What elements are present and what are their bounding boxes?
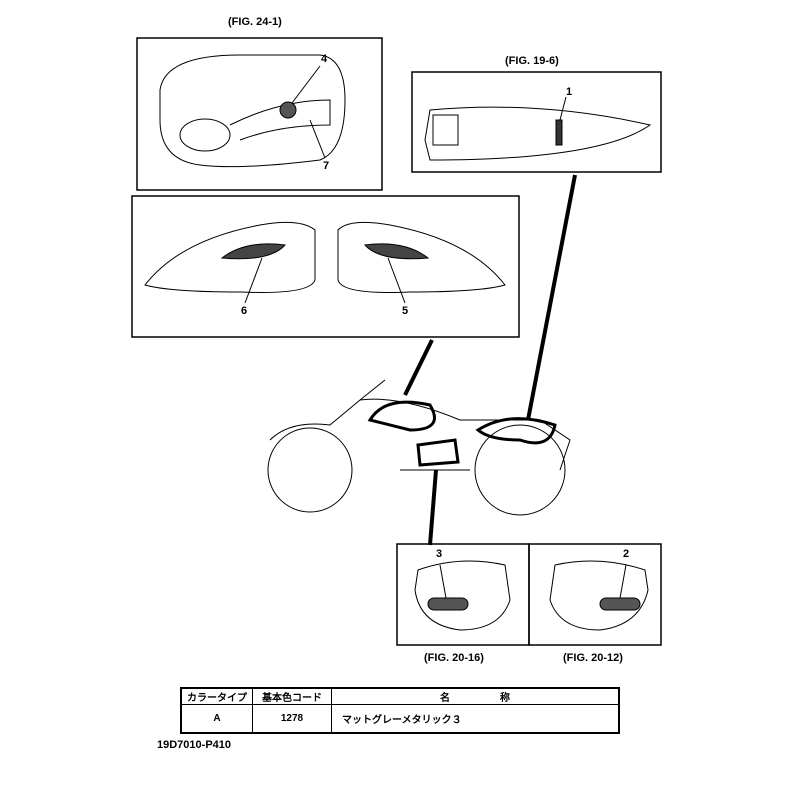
tank-right-side (337, 221, 506, 293)
fig-19-6-label: (FIG. 19-6) (505, 55, 559, 67)
fig-20-12-label: (FIG. 20-12) (563, 652, 623, 664)
motorcycle-seat (475, 417, 557, 445)
cell-color-type: A (180, 704, 253, 734)
tank-center-strip (229, 99, 331, 141)
diagram-code: 19D7010-P410 (157, 739, 232, 751)
leader-line-3 (439, 564, 447, 599)
fuel-cap (179, 118, 231, 152)
seat-view (424, 106, 652, 161)
leader-line-4 (291, 65, 321, 104)
part-number-1: 1 (566, 86, 573, 98)
leader-line-5 (387, 257, 406, 304)
callout-line-tank (403, 339, 434, 396)
header-color-code: 基本色コード (252, 687, 332, 705)
fig-19-6-box (411, 71, 662, 173)
emblem-2 (599, 597, 641, 611)
table-header-row: カラータイプ 基本色コード 名 称 (180, 687, 620, 705)
emblem-4 (279, 101, 297, 119)
fig-20-16-label: (FIG. 20-16) (424, 652, 484, 664)
table-row: A 1278 マットグレーメタリック３ (180, 704, 620, 734)
leader-line-6 (244, 257, 263, 304)
leader-line-1 (559, 96, 567, 121)
tank-top-view (159, 54, 346, 168)
motorcycle-outline (267, 379, 571, 516)
motorcycle-tank (367, 400, 436, 432)
part-number-4: 4 (321, 53, 328, 65)
part-number-6: 6 (241, 305, 248, 317)
header-name: 名 称 (331, 687, 620, 705)
front-wheel (267, 427, 353, 513)
tank-emblem-5 (363, 243, 430, 260)
cell-name: マットグレーメタリック３ (331, 704, 620, 734)
seat-latch (432, 114, 459, 146)
emblem-3 (427, 597, 469, 611)
color-table: カラータイプ 基本色コード 名 称 A 1278 マットグレーメタリック３ (180, 687, 620, 734)
motorcycle-side-cover (416, 438, 460, 467)
side-cover-left (414, 560, 511, 631)
header-color-type: カラータイプ (180, 687, 253, 705)
callout-line-seat (526, 174, 577, 421)
part-number-2: 2 (623, 548, 630, 560)
leader-line-2 (619, 564, 627, 599)
tank-side-box (131, 195, 520, 338)
tank-emblem-6 (220, 243, 287, 260)
callout-line-side-cover (428, 469, 438, 546)
part-number-3: 3 (436, 548, 443, 560)
part-number-5: 5 (402, 305, 409, 317)
tank-left-side (144, 221, 316, 293)
fig-24-1-box (136, 37, 383, 191)
fig-24-1-label: (FIG. 24-1) (228, 16, 282, 28)
seat-emblem-1 (555, 119, 563, 146)
side-cover-right (549, 560, 649, 631)
rear-wheel (474, 424, 566, 516)
fig-20-12-box (528, 543, 662, 646)
cell-color-code: 1278 (252, 704, 332, 734)
leader-line-7 (309, 119, 326, 159)
part-number-7: 7 (323, 160, 330, 172)
